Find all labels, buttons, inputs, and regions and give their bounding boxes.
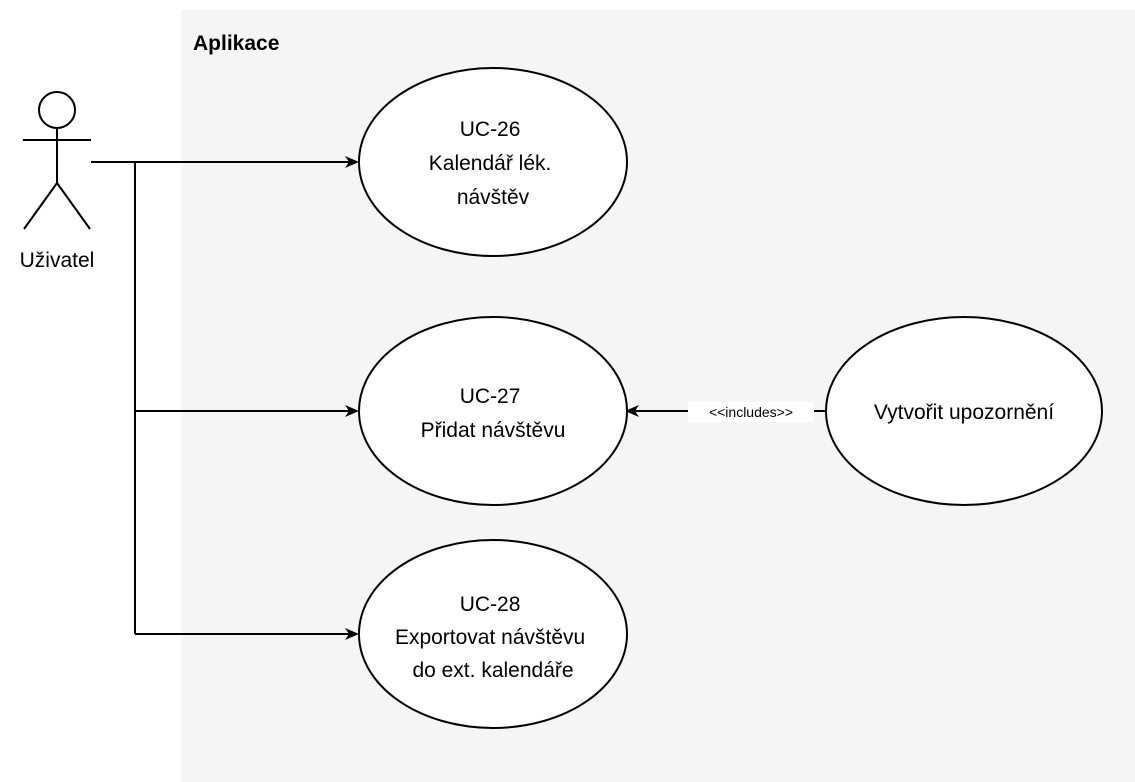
actor-head [38,91,76,129]
actor-user[interactable]: Uživatel [20,91,95,272]
use-case-uc26[interactable]: UC-26 Kalendář lék. návštěv [358,67,628,257]
include-label: <<includes>> [709,404,793,420]
use-case-uc28-shape [358,539,628,729]
use-case-uc27[interactable]: UC-27 Přidat návštěvu [358,316,628,506]
use-case-uc26-label: UC-26 Kalendář lék. návštěv [429,118,557,209]
system-title: Aplikace [193,32,279,55]
use-case-uc27-label: UC-27 Přidat návštěvu [421,385,566,442]
actor-left-leg [23,182,58,230]
actor-right-leg [56,182,91,230]
use-case-uc28-label: UC-28 Exportovat návštěvu do ext. kalend… [395,593,591,682]
use-case-notify-label: Vytvořit upozornění [874,401,1054,424]
use-case-notify[interactable]: Vytvořit upozornění [825,316,1103,506]
use-case-uc26-shape [358,67,628,257]
use-case-uc28[interactable]: UC-28 Exportovat návštěvu do ext. kalend… [358,539,628,729]
use-case-uc27-shape [358,316,628,506]
use-case-notify-shape [825,316,1103,506]
include-label-bg [688,402,814,422]
actor-label: Uživatel [20,249,95,272]
